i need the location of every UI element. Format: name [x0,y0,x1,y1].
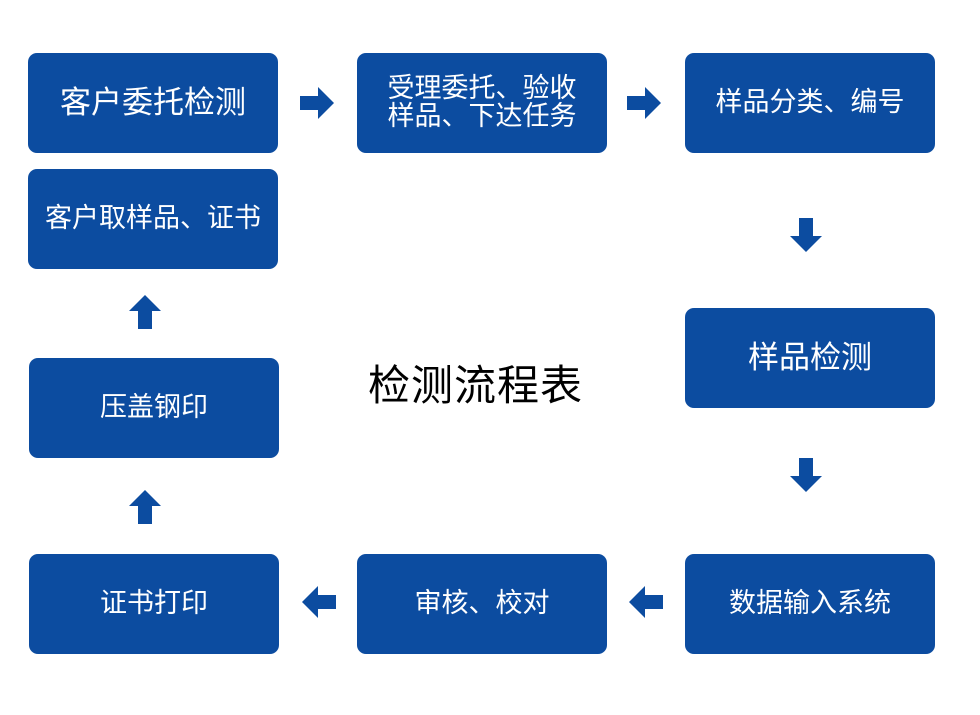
step-seal: 压盖钢印 [29,358,279,458]
arrow-up-icon [127,488,163,524]
step-cert-print: 证书打印 [29,554,279,654]
arrow-left-icon [627,584,663,620]
arrow-down-icon [788,458,824,494]
arrow-right-icon [627,85,663,121]
arrow-left-icon [300,584,336,620]
arrow-up-icon [127,293,163,329]
step-sample-test: 样品检测 [685,308,935,408]
step-data-entry: 数据输入系统 [685,554,935,654]
step-accept-entrust: 受理委托、验收 样品、下达任务 [357,53,607,153]
diagram-title: 检测流程表 [368,361,584,410]
step-client-pickup: 客户取样品、证书 [28,169,278,269]
arrow-down-icon [788,218,824,254]
step-sample-classify: 样品分类、编号 [685,53,935,153]
arrow-right-icon [300,85,336,121]
step-client-entrust: 客户委托检测 [28,53,278,153]
step-review: 审核、校对 [357,554,607,654]
